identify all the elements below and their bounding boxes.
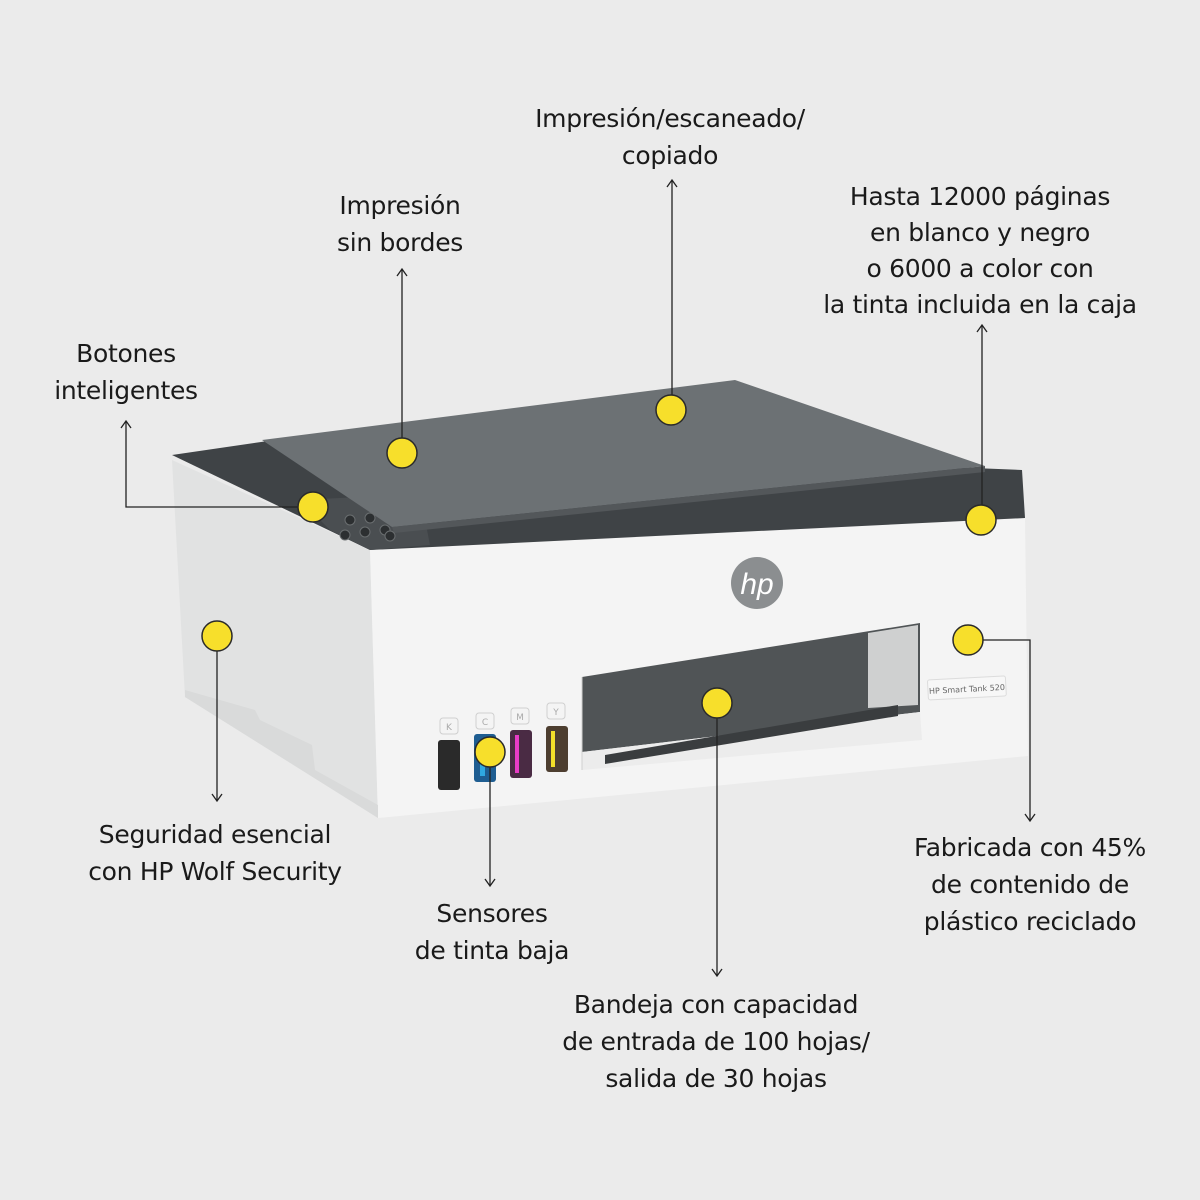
callout-line: con HP Wolf Security — [88, 857, 342, 886]
marker-recycled — [952, 624, 984, 656]
model-label: HP Smart Tank 520 — [927, 675, 1007, 701]
callout-line: Hasta 12000 páginas — [849, 182, 1111, 211]
callout-markers — [201, 394, 997, 768]
tray-slot — [605, 705, 898, 764]
svg-text:HP Smart Tank 520: HP Smart Tank 520 — [929, 683, 1005, 696]
callout-print-scan-copy: Impresión/escaneado/ copiado — [535, 100, 805, 174]
marker-print-scan — [655, 394, 687, 426]
marker-borderless — [386, 437, 418, 469]
callout-line: salida de 30 hojas — [605, 1064, 827, 1093]
callout-borderless: Impresión sin bordes — [337, 187, 463, 261]
callout-line: Fabricada con 45% — [914, 833, 1146, 862]
marker-buttons — [297, 491, 329, 523]
callout-security: Seguridad esencial con HP Wolf Security — [88, 816, 342, 890]
callout-line: Seguridad esencial — [98, 820, 332, 849]
callout-recycled: Fabricada con 45% de contenido de plásti… — [914, 829, 1146, 940]
scanner-lid — [262, 380, 985, 527]
callout-line: la tinta incluida en la caja — [823, 290, 1137, 319]
marker-sensors — [474, 736, 506, 768]
marker-yield — [965, 504, 997, 536]
callout-line: inteligentes — [54, 376, 198, 405]
callout-line: Impresión/escaneado/ — [535, 104, 805, 133]
printer-base — [185, 690, 378, 818]
callout-line: o 6000 a color con — [866, 254, 1094, 283]
ink-label-y: Y — [552, 708, 559, 718]
callout-line: copiado — [621, 141, 719, 170]
output-tray — [582, 712, 922, 770]
callout-page-yield: Hasta 12000 páginas en blanco y negro o … — [823, 179, 1137, 323]
control-buttons — [339, 512, 396, 542]
callout-line: Sensores — [436, 899, 548, 928]
hp-logo: hp — [731, 557, 783, 609]
callout-line: de entrada de 100 hojas/ — [562, 1027, 870, 1056]
printer-left-side — [172, 460, 378, 818]
callout-tray: Bandeja con capacidad de entrada de 100 … — [562, 986, 870, 1097]
callout-line: Impresión — [339, 191, 461, 220]
ink-label-k: K — [446, 723, 453, 733]
callout-line: en blanco y negro — [870, 218, 1090, 247]
callout-line: de contenido de — [931, 870, 1129, 899]
output-inner — [868, 625, 918, 708]
callout-ink-sensors: Sensores de tinta baja — [414, 895, 570, 969]
ink-label-m: M — [516, 713, 524, 723]
callout-line: plástico reciclado — [923, 907, 1137, 936]
callout-line: de tinta baja — [414, 936, 570, 965]
marker-security — [201, 620, 233, 652]
callout-line: Botones — [76, 339, 176, 368]
callout-line: sin bordes — [336, 228, 464, 257]
svg-text:hp: hp — [740, 568, 773, 601]
ink-label-c: C — [482, 718, 488, 728]
callout-smart-buttons: Botones inteligentes — [54, 335, 198, 409]
callout-line: Bandeja con capacidad — [573, 990, 859, 1019]
marker-tray — [701, 687, 733, 719]
leader-lines — [120, 178, 1036, 978]
lid-edge — [392, 466, 985, 533]
